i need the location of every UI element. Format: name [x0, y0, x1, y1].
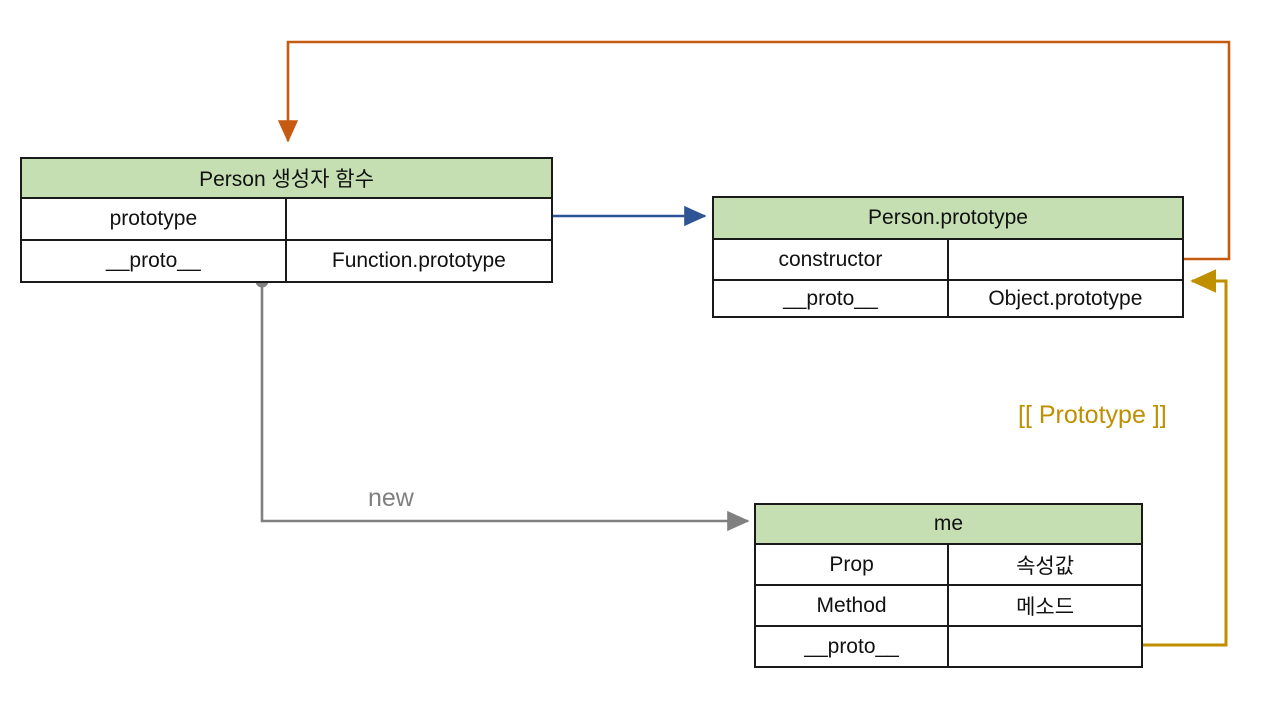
table-row: Method 메소드 [753, 584, 1143, 627]
me-key-proto: __proto__ [753, 625, 950, 668]
table-person-prototype: Person.prototype constructor __proto__ O… [712, 196, 1185, 318]
person-ctor-value-proto: Function.prototype [284, 239, 554, 283]
person-ctor-header: Person 생성자 함수 [20, 157, 553, 199]
table-row: __proto__ Object.prototype [712, 279, 1185, 318]
edge-label-new: new [368, 484, 414, 512]
me-header: me [754, 503, 1143, 545]
person-ctor-value-prototype-slot [284, 197, 554, 241]
me-key-prop: Prop [753, 543, 950, 586]
edge-new-gray [255, 274, 750, 532]
me-key-method: Method [753, 584, 950, 627]
person-ctor-key-proto: __proto__ [20, 239, 287, 283]
person-prototype-value-proto: Object.prototype [946, 279, 1185, 318]
table-row: Person.prototype [712, 196, 1184, 240]
table-person-constructor: Person 생성자 함수 prototype __proto__ Functi… [20, 157, 554, 283]
me-value-method: 메소드 [947, 584, 1143, 627]
person-prototype-key-constructor: constructor [712, 238, 949, 281]
person-ctor-key-prototype: prototype [20, 197, 287, 241]
me-value-prop: 속성값 [947, 543, 1143, 586]
table-row: constructor [712, 238, 1185, 281]
table-row: prototype [20, 197, 554, 241]
table-row: __proto__ Function.prototype [20, 239, 554, 283]
table-row: me [754, 503, 1143, 545]
table-row: __proto__ [753, 625, 1143, 668]
table-row: Prop 속성값 [753, 543, 1143, 586]
person-prototype-value-constructor-slot [946, 238, 1185, 281]
table-me: me Prop 속성값 Method 메소드 __proto__ [753, 503, 1143, 668]
person-prototype-key-proto: __proto__ [712, 279, 949, 318]
person-prototype-header: Person.prototype [712, 196, 1184, 240]
me-value-proto-slot [947, 625, 1143, 668]
edge-label-prototype: [[ Prototype ]] [1018, 401, 1167, 429]
table-row: Person 생성자 함수 [20, 157, 553, 199]
